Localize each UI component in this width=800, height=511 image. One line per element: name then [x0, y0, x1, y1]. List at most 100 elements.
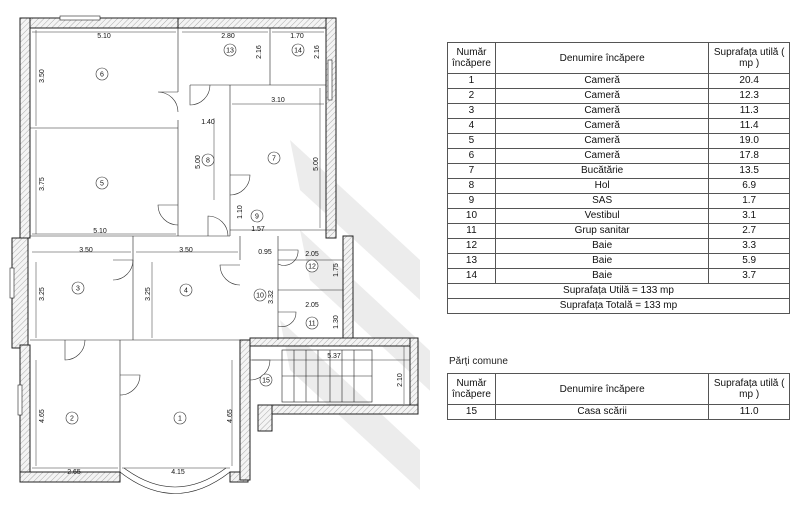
room-number-label: 15: [262, 378, 270, 385]
room-name-cell: Cameră: [494, 103, 710, 119]
room-number-label: 7: [272, 156, 276, 163]
room-marker-circle: [173, 411, 187, 425]
room-area-cell: 3.1: [708, 208, 790, 224]
room-number-label: 13: [226, 48, 234, 55]
room-area-cell: 11.3: [708, 103, 790, 119]
room-number-cell: 5: [447, 133, 496, 149]
room-marker-circle: [291, 43, 305, 57]
total-useful-area: Suprafața Utilă = 133 mp: [447, 283, 790, 299]
table-header-row: Număr încăpere Denumire încăpere Suprafa…: [447, 373, 790, 405]
room-marker-circle: [250, 209, 264, 223]
dimension-label: 2.16: [314, 45, 321, 59]
room-name-cell: Cameră: [494, 133, 710, 149]
room-number-cell: 7: [447, 163, 496, 179]
room-number-cell: 13: [447, 253, 496, 269]
room-name-cell: Cameră: [494, 73, 710, 89]
room-number-cell: 12: [447, 238, 496, 254]
room-number-cell: 6: [447, 148, 496, 164]
room-number-label: 1: [178, 416, 182, 423]
room-number-label: 11: [308, 321, 315, 328]
dimension-label: 3.50: [79, 247, 93, 254]
room-number-label: 2: [70, 416, 74, 423]
dimension-label: 4.65: [227, 409, 234, 423]
room-name-cell: Cameră: [494, 88, 710, 104]
room-area-cell: 11.0: [708, 404, 790, 420]
room-number-cell: 8: [447, 178, 496, 194]
room-number-cell: 1: [447, 73, 496, 89]
dimension-label: 2.80: [221, 33, 235, 40]
room-number-cell: 4: [447, 118, 496, 134]
room-name-cell: Hol: [494, 178, 710, 194]
room-number-label: 3: [76, 286, 80, 293]
dimension-label: 4.65: [39, 409, 46, 423]
header-room-name: Denumire încăpere: [494, 373, 710, 405]
room-number-label: 10: [256, 293, 264, 300]
dimension-label: 5.00: [195, 155, 202, 169]
room-number-cell: 3: [447, 103, 496, 119]
room-marker-circle: [95, 176, 109, 190]
room-name-cell: Bucătărie: [494, 163, 710, 179]
room-number-label: 5: [100, 181, 104, 188]
room-marker-circle: [71, 281, 85, 295]
room-marker-circle: [253, 288, 267, 302]
dimension-label: 2.16: [256, 45, 263, 59]
room-number-label: 6: [100, 72, 104, 79]
table-header-row: Număr încăpere Denumire încăpere Suprafa…: [447, 42, 790, 74]
dimension-label: 1.10: [237, 205, 244, 219]
room-marker-circle: [267, 151, 281, 165]
dimension-label: 2.05: [305, 302, 319, 309]
room-area-cell: 17.8: [708, 148, 790, 164]
dimension-label: 2.05: [305, 251, 319, 258]
header-room-area: Suprafața utilă ( mp ): [708, 42, 790, 74]
room-marker-circle: [259, 373, 273, 387]
dimension-label: 3.75: [39, 177, 46, 191]
dimension-lines: [32, 30, 410, 469]
room-name-cell: SAS: [494, 193, 710, 209]
room-number-label: 14: [294, 48, 302, 55]
dimension-label: 1.57: [251, 226, 265, 233]
dimension-label: 3.32: [268, 290, 275, 304]
dimension-label: 1.75: [333, 263, 340, 277]
room-number-label: 12: [308, 264, 316, 271]
header-room-number: Număr încăpere: [447, 42, 496, 74]
room-marker-circle: [65, 411, 79, 425]
header-room-number: Număr încăpere: [447, 373, 496, 405]
room-number-label: 8: [206, 158, 210, 165]
room-area-table: Număr încăpere Denumire încăpere Suprafa…: [447, 42, 790, 314]
room-area-cell: 5.9: [708, 253, 790, 269]
room-name-cell: Baie: [494, 268, 710, 284]
room-name-cell: Casa scării: [494, 404, 710, 420]
total-area-row: Suprafața Totală = 133 mp: [447, 298, 790, 314]
staircase: [281, 349, 373, 403]
dimension-label: 5.37: [327, 353, 341, 360]
room-marker-circle: [305, 259, 319, 273]
room-name-cell: Cameră: [494, 118, 710, 134]
room-name-cell: Cameră: [494, 148, 710, 164]
room-marker-circle: [179, 283, 193, 297]
room-marker-circle: [305, 316, 319, 330]
common-parts-label: Părți comune: [449, 356, 508, 367]
common-parts-table: Număr încăpere Denumire încăpere Suprafa…: [447, 373, 790, 420]
outer-walls: [9, 15, 419, 494]
room-name-cell: Grup sanitar: [494, 223, 710, 239]
dimension-label: 3.25: [39, 287, 46, 301]
dimension-label: 4.15: [171, 469, 185, 476]
room-marker-circle: [95, 67, 109, 81]
